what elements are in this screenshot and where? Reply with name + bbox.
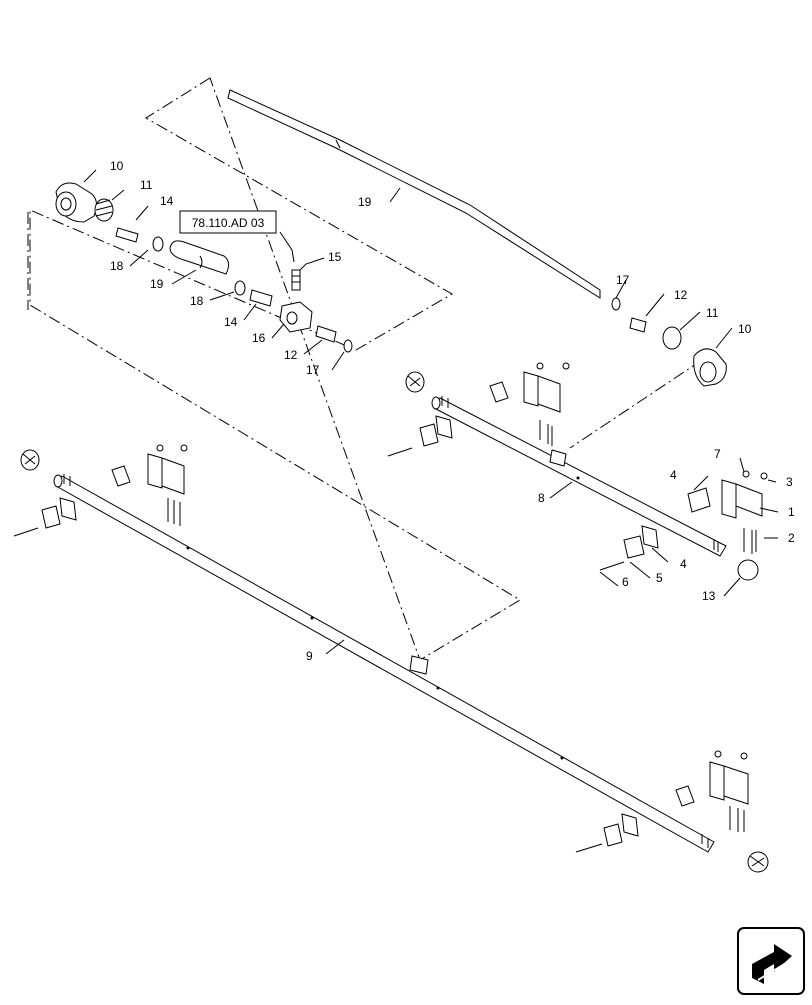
callout-12-left: 12 <box>284 348 298 362</box>
nipple-left <box>115 227 139 243</box>
next-page-arrow-icon[interactable] <box>737 927 805 995</box>
washer-right <box>234 280 246 296</box>
top-nipple <box>291 269 301 291</box>
callout-13: 13 <box>702 589 716 603</box>
callout-19-short-hose: 19 <box>150 277 164 291</box>
long-hose <box>227 89 601 299</box>
callout-3: 3 <box>786 475 793 489</box>
adapter-right <box>629 317 647 333</box>
callout-1: 1 <box>788 505 795 519</box>
callout-4-top: 4 <box>670 468 677 482</box>
elbow-fitting-right <box>693 348 727 387</box>
callout-7: 7 <box>714 447 721 461</box>
end-cap-upper-left <box>405 371 425 393</box>
adapter-center <box>315 325 337 343</box>
end-cap-long-right <box>747 851 769 873</box>
callout-17-right: 17 <box>616 273 630 287</box>
callout-12-right: 12 <box>674 288 688 302</box>
adapter-fitting-left <box>94 198 114 222</box>
callout-10-right: 10 <box>738 322 752 336</box>
short-boom-pipe <box>431 396 727 557</box>
hose-group-outline <box>29 77 521 661</box>
callout-9: 9 <box>306 649 313 663</box>
callout-2: 2 <box>788 531 795 545</box>
callout-11-right: 11 <box>706 306 719 320</box>
clip-center <box>343 339 353 353</box>
leader-lines <box>83 169 779 655</box>
clip-right <box>611 297 621 311</box>
callout-10-left: 10 <box>110 159 124 173</box>
callout-14-bottom: 14 <box>224 315 238 329</box>
callout-19-long-hose: 19 <box>358 195 372 209</box>
long-boom-pipe <box>53 474 715 853</box>
end-cap-long-left <box>20 449 40 471</box>
tee-fitting <box>279 301 313 333</box>
washer-left <box>152 236 164 252</box>
callout-16: 16 <box>252 331 266 345</box>
callout-labels: 10 11 14 18 19 18 14 16 12 17 15 19 17 1… <box>110 159 795 663</box>
upper-group-outline <box>27 212 703 449</box>
bracket-group-upper-right <box>599 470 768 571</box>
elbow-fitting-left <box>55 182 98 223</box>
end-cap-13 <box>737 559 759 581</box>
callout-18-right: 18 <box>190 294 204 308</box>
callout-14-top: 14 <box>160 194 174 208</box>
reference-box[interactable]: 78.110.AD 03 <box>179 210 277 234</box>
callout-8: 8 <box>538 491 545 505</box>
short-hose <box>169 240 230 275</box>
callout-5: 5 <box>656 571 663 585</box>
bracket-group-lower-right <box>575 750 749 853</box>
callout-17-left: 17 <box>306 363 320 377</box>
callout-15: 15 <box>328 250 342 264</box>
callout-4-bottom: 4 <box>680 557 687 571</box>
reducer-right <box>662 326 682 350</box>
bracket-group-upper-left <box>387 362 570 457</box>
nipple-center <box>249 289 273 307</box>
callout-18-left: 18 <box>110 259 124 273</box>
reference-label: 78.110.AD 03 <box>192 216 265 230</box>
callout-11-left: 11 <box>140 178 153 192</box>
callout-6: 6 <box>622 575 629 589</box>
bracket-group-lower-left <box>13 444 188 537</box>
